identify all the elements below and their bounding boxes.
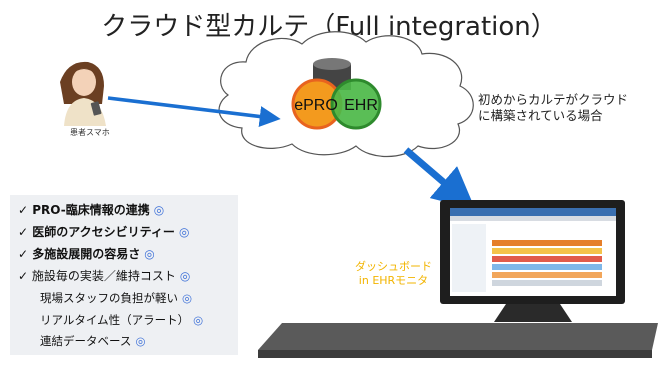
list-item: ✓ 施設毎の実装／維持コスト◎ [18,269,191,283]
ehr-circle [330,78,382,130]
patient-to-cloud-arrow [107,96,281,127]
double-circle-icon: ◎ [193,313,204,327]
cloud-to-monitor-arrow [403,147,476,210]
desk [258,323,658,350]
double-circle-icon: ◎ [182,291,193,305]
list-item: 連結データベース◎ [40,334,146,348]
ehr-label: EHR [344,97,378,114]
epro-label: ePRO [294,97,338,114]
double-circle-icon: ◎ [144,247,155,261]
monitor [440,200,625,322]
benefits-panel: ✓ PRO-臨床情報の連携◎ ✓ 医師のアクセシビリティー◎ ✓ 多施設展開の容… [10,195,238,355]
smartphone-icon [90,101,102,116]
double-circle-icon: ◎ [153,203,165,217]
list-item: 現場スタッフの負担が軽い◎ [40,291,193,305]
list-item: リアルタイム性（アラート）◎ [40,313,204,327]
double-circle-icon: ◎ [135,334,146,348]
list-item: ✓ 医師のアクセシビリティー◎ [18,225,190,239]
dashboard-label: ダッシュボード in EHRモニタ [355,260,432,287]
patient-label: 患者スマホ [70,128,110,137]
double-circle-icon: ◎ [179,269,191,283]
patient-figure [60,61,106,126]
cloud-caption: 初めからカルテがクラウド に構築されている場合 [478,92,629,123]
list-item: ✓ PRO-臨床情報の連携◎ [18,203,165,217]
list-item: ✓ 多施設展開の容易さ◎ [18,247,155,261]
double-circle-icon: ◎ [178,225,190,239]
